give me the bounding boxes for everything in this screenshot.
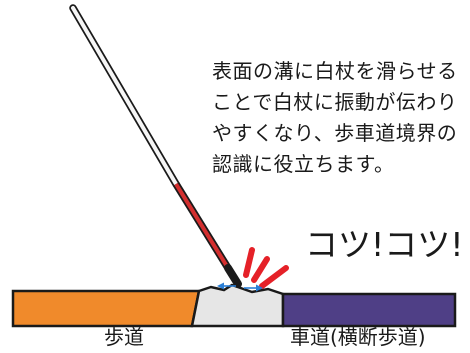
explanation-caption: 表面の溝に白杖を滑らせる ことで白杖に振動が伝わり やすくなり、歩車道境界の 認… xyxy=(212,56,464,180)
caption-line: やすくなり、歩車道境界の xyxy=(212,121,458,145)
impact-lines xyxy=(243,247,289,289)
white-cane xyxy=(69,4,242,288)
impact-line-2 xyxy=(251,256,270,283)
left-arrow-head-icon xyxy=(217,282,224,290)
sidewalk-label: 歩道 xyxy=(104,325,144,349)
right-arrow-head-icon xyxy=(256,284,263,292)
curb-block xyxy=(190,283,285,328)
impact-line-3 xyxy=(259,265,289,289)
caption-line: 認識に役立ちます。 xyxy=(212,152,395,176)
cane-red-section xyxy=(174,182,230,270)
cane-tip xyxy=(224,264,242,288)
roadway-block xyxy=(281,292,457,328)
tapping-sound-text: コツ!コツ! xyxy=(305,225,464,264)
roadway-label: 車道(横断歩道) xyxy=(290,325,426,349)
caption-line: ことで白杖に振動が伝わり xyxy=(212,90,458,114)
motion-arrows xyxy=(217,282,263,292)
caption-line: 表面の溝に白杖を滑らせる xyxy=(212,59,458,83)
impact-line-1 xyxy=(243,247,255,278)
